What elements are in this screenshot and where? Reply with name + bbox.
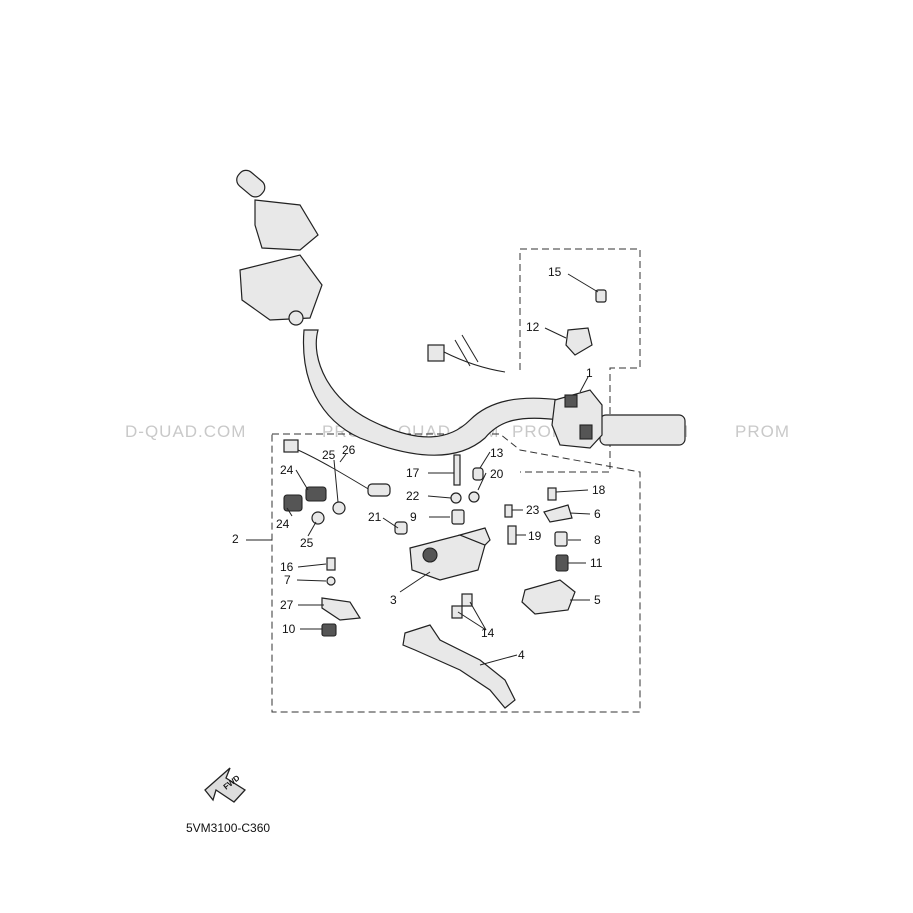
- diagram-code: 5VM3100-C360: [186, 821, 270, 835]
- label-24-lower: 24: [276, 517, 290, 531]
- label-10: 10: [282, 622, 296, 636]
- label-8: 8: [594, 533, 601, 547]
- watermark-4: PROM: [735, 422, 790, 441]
- adjuster-24-upper: [305, 486, 327, 502]
- pin-19: [507, 525, 517, 545]
- label-23: 23: [526, 503, 540, 517]
- screw-15: [595, 289, 607, 303]
- label-12: 12: [526, 320, 540, 334]
- washer-20: [468, 491, 480, 503]
- left-grip-assembly: [236, 169, 323, 326]
- label-19: 19: [528, 529, 542, 543]
- nut-25-lower: [311, 511, 325, 525]
- pin-23: [504, 504, 513, 518]
- bolt-17: [453, 454, 461, 486]
- cable-26: [283, 439, 391, 497]
- label-4: 4: [518, 648, 525, 662]
- spring-11: [555, 554, 569, 572]
- washer-7: [326, 576, 336, 586]
- label-25-upper: 25: [322, 448, 336, 462]
- washer-22: [450, 492, 462, 504]
- housing-5: [521, 579, 576, 615]
- label-2: 2: [232, 532, 239, 546]
- part-8: [554, 531, 568, 547]
- label-15: 15: [548, 265, 562, 279]
- bolt-16: [326, 557, 336, 571]
- label-17: 17: [406, 466, 420, 480]
- dashed-box-main: [271, 433, 641, 713]
- label-16: 16: [280, 560, 294, 574]
- label-7: 7: [284, 573, 291, 587]
- part-9: [451, 509, 465, 525]
- part-21: [394, 521, 408, 535]
- spring-10: [321, 623, 337, 637]
- lever-bracket-3: [409, 527, 491, 581]
- leader-lines: [246, 273, 599, 666]
- right-switch-assembly: [551, 389, 686, 449]
- part-6: [543, 504, 573, 523]
- label-20: 20: [490, 467, 504, 481]
- label-24-upper: 24: [280, 463, 294, 477]
- screw-18: [547, 487, 557, 501]
- nut-25-upper: [332, 501, 346, 515]
- label-21: 21: [368, 510, 382, 524]
- label-25-lower: 25: [300, 536, 314, 550]
- label-26: 26: [342, 443, 356, 457]
- clamp-12: [565, 327, 593, 356]
- label-6: 6: [594, 507, 601, 521]
- label-18: 18: [592, 483, 606, 497]
- label-9: 9: [410, 510, 417, 524]
- label-3: 3: [390, 593, 397, 607]
- label-14: 14: [481, 626, 495, 640]
- lever-4: [402, 624, 516, 709]
- label-11: 11: [590, 556, 603, 570]
- label-5: 5: [594, 593, 601, 607]
- label-27: 27: [280, 598, 294, 612]
- label-22: 22: [406, 489, 420, 503]
- part-27: [321, 597, 362, 621]
- label-1: 1: [586, 366, 593, 380]
- watermark-1: D-QUAD.COM: [125, 422, 246, 441]
- fwd-arrow-icon: FWD: [204, 767, 247, 803]
- nut-14-a: [461, 593, 473, 607]
- bolt-13: [472, 467, 484, 481]
- adjuster-24-lower: [283, 494, 303, 512]
- nut-14-b: [451, 605, 463, 619]
- dashed-box-upper: [519, 248, 641, 473]
- wiring-connector: [427, 334, 506, 373]
- label-13: 13: [490, 446, 504, 460]
